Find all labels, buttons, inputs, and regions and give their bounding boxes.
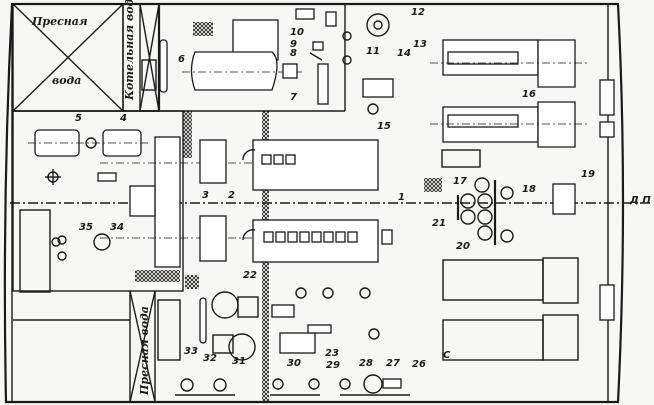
- diesel-generator-bottom-2: [442, 314, 579, 361]
- hull-outline: [3, 2, 650, 404]
- callout-5: 5: [75, 113, 82, 124]
- callout-30: 30: [287, 358, 301, 369]
- diesel-generator-upper: [430, 39, 590, 88]
- pump-cluster: [456, 177, 514, 245]
- callout-23: 23: [325, 348, 339, 359]
- coupling-2: [199, 139, 227, 262]
- callout-numbers: 1 2 3 4 5 6 7 8 9 10 11 12 13 14 15 16 1…: [75, 7, 595, 371]
- callout-26: 26: [412, 359, 426, 370]
- boiler-water-label: Котельная вода: [123, 0, 136, 101]
- callout-19: 19: [581, 169, 595, 180]
- callout-35: 35: [79, 222, 93, 233]
- callout-8: 8: [290, 48, 297, 59]
- callout-22: 22: [243, 270, 257, 281]
- battery-rack: [441, 149, 481, 168]
- callout-29: 29: [326, 360, 340, 371]
- main-engine-upper: [242, 139, 379, 191]
- callout-20: 20: [456, 241, 470, 252]
- callout-33: 33: [184, 346, 198, 357]
- callout-16: 16: [522, 89, 536, 100]
- callout-14: 14: [397, 48, 411, 59]
- generator-set-left: [12, 110, 184, 292]
- callout-13: 13: [413, 39, 427, 50]
- callout-15: 15: [377, 121, 391, 132]
- callout-27: 27: [386, 358, 400, 369]
- callout-12: 12: [411, 7, 425, 18]
- callout-1: 1: [398, 192, 405, 203]
- callout-31: 31: [232, 356, 246, 367]
- switchboard-bottom: [599, 284, 615, 321]
- centerline-label: Д П: [629, 195, 651, 206]
- callout-7: 7: [290, 92, 297, 103]
- callout-9: 9: [290, 39, 297, 50]
- callout-21: 21: [432, 218, 446, 229]
- callout-11: 11: [366, 46, 380, 57]
- callout-34: 34: [110, 222, 124, 233]
- main-engine-lower: [242, 219, 393, 263]
- unit-19: [552, 183, 576, 215]
- side-mark-label: С: [443, 350, 451, 361]
- diesel-generator-bottom-1: [442, 257, 579, 304]
- callout-2: 2: [228, 190, 235, 201]
- callout-28: 28: [359, 358, 373, 369]
- pumps-22-31: [157, 291, 410, 396]
- switchboard-lower: [599, 121, 615, 138]
- callout-10: 10: [290, 27, 304, 38]
- small-equipment-8-10: [295, 8, 337, 105]
- misc-pumps: [19, 13, 394, 354]
- callout-17: 17: [453, 176, 467, 187]
- diesel-generator-lower: [430, 101, 590, 148]
- callout-6: 6: [178, 54, 185, 65]
- fresh-water-label-1: Пресная: [31, 15, 88, 28]
- boiler-unit: [182, 19, 305, 91]
- fresh-water-bottom-label: Пресная вода: [138, 306, 151, 396]
- callout-18: 18: [522, 184, 536, 195]
- callout-32: 32: [203, 353, 217, 364]
- fresh-water-label-2: вода: [52, 74, 81, 87]
- filter-6: [141, 39, 168, 93]
- callout-3: 3: [202, 190, 209, 201]
- callout-4: 4: [119, 113, 127, 124]
- switchboard-upper: [599, 79, 615, 116]
- gearbox-3: [100, 136, 260, 268]
